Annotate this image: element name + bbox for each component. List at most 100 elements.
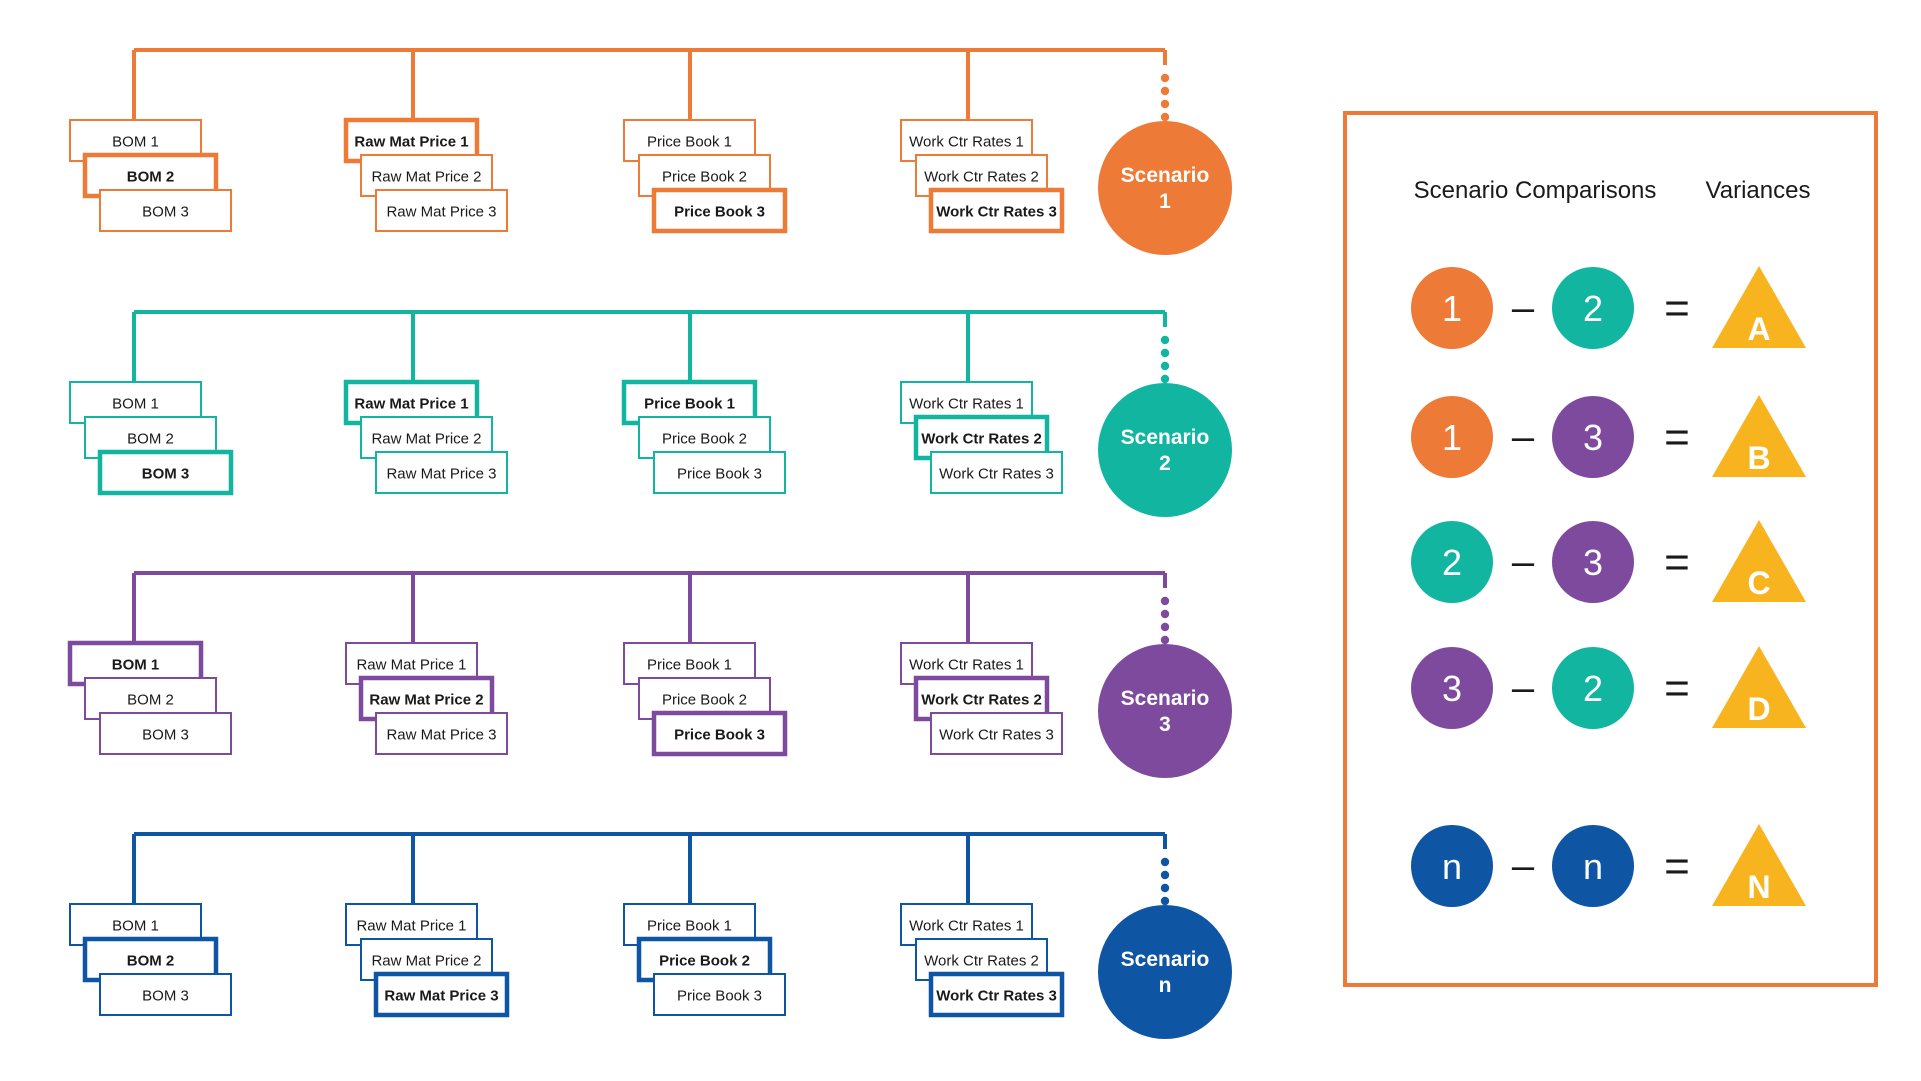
variance-label: D: [1747, 691, 1770, 727]
option-label: Price Book 1: [647, 657, 732, 674]
connector-dot: [1160, 883, 1170, 893]
option-box-selected: BOM 3: [97, 449, 234, 496]
right-scenario-circle: 2: [1552, 647, 1634, 729]
option-label: Raw Mat Price 3: [384, 988, 498, 1005]
option-label: Price Book 2: [662, 692, 747, 709]
option-label: Raw Mat Price 3: [386, 466, 496, 483]
option-label: Work Ctr Rates 3: [939, 466, 1054, 483]
option-group: Price Book 1 Price Book 2 Price Book 3: [623, 573, 788, 757]
option-label: Work Ctr Rates 1: [909, 134, 1024, 151]
connector-dot: [1160, 596, 1170, 606]
option-box: Price Book 3: [653, 973, 786, 1016]
option-box: Price Book 3: [653, 451, 786, 494]
option-box: BOM 3: [99, 973, 232, 1016]
option-label: Work Ctr Rates 2: [921, 431, 1042, 448]
option-label: BOM 3: [142, 988, 189, 1005]
left-scenario-label: 3: [1442, 668, 1462, 709]
option-box: Work Ctr Rates 3: [930, 451, 1063, 494]
left-scenario-circle: 2: [1411, 521, 1493, 603]
scenario-label-line1: Scenario: [1121, 426, 1210, 449]
left-scenario-label: 2: [1442, 542, 1462, 583]
option-box: BOM 3: [99, 712, 232, 755]
right-scenario-label: 2: [1583, 668, 1603, 709]
variance-label: C: [1747, 565, 1770, 601]
option-label: Work Ctr Rates 3: [936, 988, 1057, 1005]
option-box: Raw Mat Price 3: [375, 451, 508, 494]
equals-sign: =: [1664, 284, 1690, 333]
option-label: Work Ctr Rates 1: [909, 396, 1024, 413]
option-label: BOM 3: [142, 204, 189, 221]
comparison-row: n–n=N: [1411, 824, 1806, 907]
connector-dot: [1160, 361, 1170, 371]
option-label: BOM 1: [112, 918, 159, 935]
scenario-label-line2: 2: [1159, 452, 1171, 475]
option-label: Raw Mat Price 1: [354, 134, 468, 151]
option-label: Raw Mat Price 2: [371, 169, 481, 186]
connector-dot: [1160, 609, 1170, 619]
scenario-label-line2: 1: [1159, 190, 1171, 213]
option-label: Work Ctr Rates 1: [909, 657, 1024, 674]
left-scenario-label: 1: [1442, 417, 1462, 458]
option-box-selected: Price Book 3: [651, 187, 788, 234]
option-label: BOM 2: [127, 692, 174, 709]
option-label: Price Book 3: [674, 727, 765, 744]
option-label: Raw Mat Price 2: [371, 953, 481, 970]
scenario-label-line2: 3: [1159, 713, 1171, 736]
right-scenario-label: n: [1583, 846, 1603, 887]
option-box: BOM 3: [99, 189, 232, 232]
connector-dot: [1160, 335, 1170, 345]
option-label: Price Book 3: [677, 988, 762, 1005]
panel-border: [1343, 111, 1878, 987]
right-scenario-circle: 2: [1552, 267, 1634, 349]
option-label: Raw Mat Price 2: [371, 431, 481, 448]
scenario-label-line1: Scenario: [1121, 948, 1210, 971]
left-scenario-circle: 3: [1411, 647, 1493, 729]
minus-sign: –: [1512, 286, 1535, 330]
minus-sign: –: [1512, 844, 1535, 888]
option-group: Raw Mat Price 1 Raw Mat Price 2 Raw Mat Pr…: [345, 573, 508, 755]
right-scenario-circle: 3: [1552, 396, 1634, 478]
left-scenario-label: 1: [1442, 288, 1462, 329]
variance-triangle: D: [1712, 646, 1806, 728]
equals-sign: =: [1664, 664, 1690, 713]
option-label: Price Book 2: [662, 169, 747, 186]
connector-dot: [1160, 896, 1170, 906]
option-box: Raw Mat Price 3: [375, 712, 508, 755]
option-label: BOM 2: [127, 953, 175, 970]
option-label: Price Book 1: [647, 134, 732, 151]
heading-variances: Variances: [1706, 177, 1811, 204]
option-group: Raw Mat Price 1 Raw Mat Price 2 Raw Mat Pr…: [343, 312, 508, 494]
option-box-selected: Work Ctr Rates 3: [928, 187, 1065, 234]
connector-dot: [1160, 99, 1170, 109]
option-label: BOM 3: [142, 466, 190, 483]
option-label: Price Book 3: [677, 466, 762, 483]
option-box: Work Ctr Rates 3: [930, 712, 1063, 755]
option-label: Work Ctr Rates 2: [921, 692, 1042, 709]
option-label: Raw Mat Price 3: [386, 727, 496, 744]
option-label: Raw Mat Price 3: [386, 204, 496, 221]
option-label: BOM 3: [142, 727, 189, 744]
connector-dot: [1160, 857, 1170, 867]
option-group: Work Ctr Rates 1 Work Ctr Rates 2 Work Ctr…: [900, 312, 1063, 494]
option-label: Work Ctr Rates 3: [936, 204, 1057, 221]
left-scenario-circle: 1: [1411, 396, 1493, 478]
option-box-selected: Work Ctr Rates 3: [928, 971, 1065, 1018]
option-label: Raw Mat Price 1: [354, 396, 468, 413]
option-label: Work Ctr Rates 1: [909, 918, 1024, 935]
connector-dot: [1160, 374, 1170, 384]
option-label: Raw Mat Price 1: [356, 657, 466, 674]
connector-dot: [1160, 86, 1170, 96]
option-label: Price Book 1: [647, 918, 732, 935]
right-scenario-label: 2: [1583, 288, 1603, 329]
option-label: BOM 2: [127, 431, 174, 448]
comparison-row: 1–2=A: [1411, 266, 1806, 349]
option-label: Raw Mat Price 2: [369, 692, 483, 709]
comparison-row: 2–3=C: [1411, 520, 1806, 603]
option-label: Price Book 1: [644, 396, 735, 413]
